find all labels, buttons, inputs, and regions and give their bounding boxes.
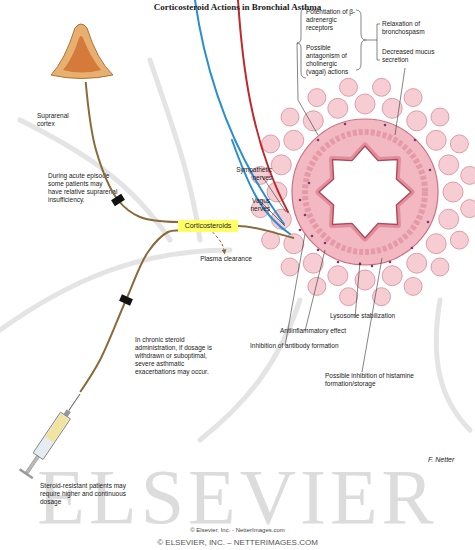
- leader-line: [395, 68, 405, 135]
- bracket: [356, 10, 366, 70]
- vagus-nerve: [195, 0, 284, 224]
- action-label: Antiinflammatory effect: [280, 327, 360, 335]
- effect-label: Relaxation of bronchospasm: [382, 20, 437, 36]
- node-label: Steroid-resistant patients may require h…: [40, 482, 135, 506]
- node-label: Corticosteroids: [178, 220, 238, 232]
- action-label: Inhibition of antibody formation: [250, 342, 350, 350]
- tree-branch: [0, 250, 230, 330]
- node-label: Suprarenal cortex: [37, 112, 81, 128]
- gland-outline: [51, 24, 113, 79]
- bracket: [297, 8, 306, 78]
- leader-line: [305, 250, 325, 331]
- effect-label: Decreased mucus secretion: [382, 48, 437, 64]
- connector: [86, 82, 178, 222]
- syringe-shape: [18, 392, 88, 480]
- bracket: [366, 24, 380, 60]
- alveoli: [251, 78, 475, 305]
- copyright: © Elsevier, Inc. - NetterImages.com: [0, 527, 475, 534]
- suprarenal-gland: Suprarenal cortex: [45, 20, 117, 82]
- interruption-block: [111, 194, 125, 206]
- node-label: Plasma clearance: [196, 254, 256, 264]
- needle: [69, 394, 80, 411]
- syringe-fluid: [45, 414, 69, 443]
- gland-cortex: [63, 36, 101, 73]
- steroid-route: [238, 226, 294, 238]
- inflammatory-cells: [299, 123, 432, 268]
- connector: [213, 232, 225, 254]
- syringe-barrel: [33, 412, 70, 459]
- action-label: Possible antagonism of cholinergic (vaga…: [306, 44, 358, 76]
- bronchus-cross-section: [251, 78, 475, 305]
- tree-branch: [20, 120, 170, 240]
- nerve-label: Sympathetic nerves: [230, 166, 272, 182]
- plunger-plate: [19, 468, 34, 479]
- watermark: ELSEVIER: [0, 458, 475, 536]
- diagram-title: Corticosteroid Actions in Bronchial Asth…: [0, 2, 475, 12]
- action-label: Possible inhibition of histamine formati…: [325, 372, 415, 388]
- action-label: Lysosome stabilization: [330, 312, 400, 320]
- note: In chronic steroid administration, if do…: [135, 336, 220, 376]
- tree-branch: [150, 60, 200, 240]
- tree-branch: [200, 300, 300, 440]
- smooth-muscle: [305, 132, 425, 252]
- background-tree: [0, 60, 470, 440]
- tree-branch: [436, 300, 470, 430]
- note: During acute episode some patients may h…: [48, 172, 118, 204]
- leader-line: [355, 262, 360, 318]
- bronchial-wall: [292, 119, 438, 265]
- bronchial-lumen: [319, 146, 411, 238]
- nerves: [195, 0, 290, 234]
- connector: [80, 230, 178, 392]
- syringe: Steroid-resistant patients may require h…: [18, 392, 88, 480]
- action-label: Potentiation of β-adrenergic receptors: [306, 8, 358, 32]
- interruption-block: [119, 294, 133, 305]
- nerve-label: Vagus nerves: [236, 197, 270, 213]
- epithelium: [319, 146, 411, 238]
- vagus-nerve: [232, 140, 290, 234]
- copyright: © ELSEVIER, INC. – NETTERIMAGES.COM: [0, 538, 475, 548]
- gland-shape: [45, 20, 117, 82]
- drug-box: Corticosteroids: [178, 220, 238, 232]
- clearance-box: Plasma clearance: [196, 254, 256, 264]
- plunger: [26, 455, 40, 473]
